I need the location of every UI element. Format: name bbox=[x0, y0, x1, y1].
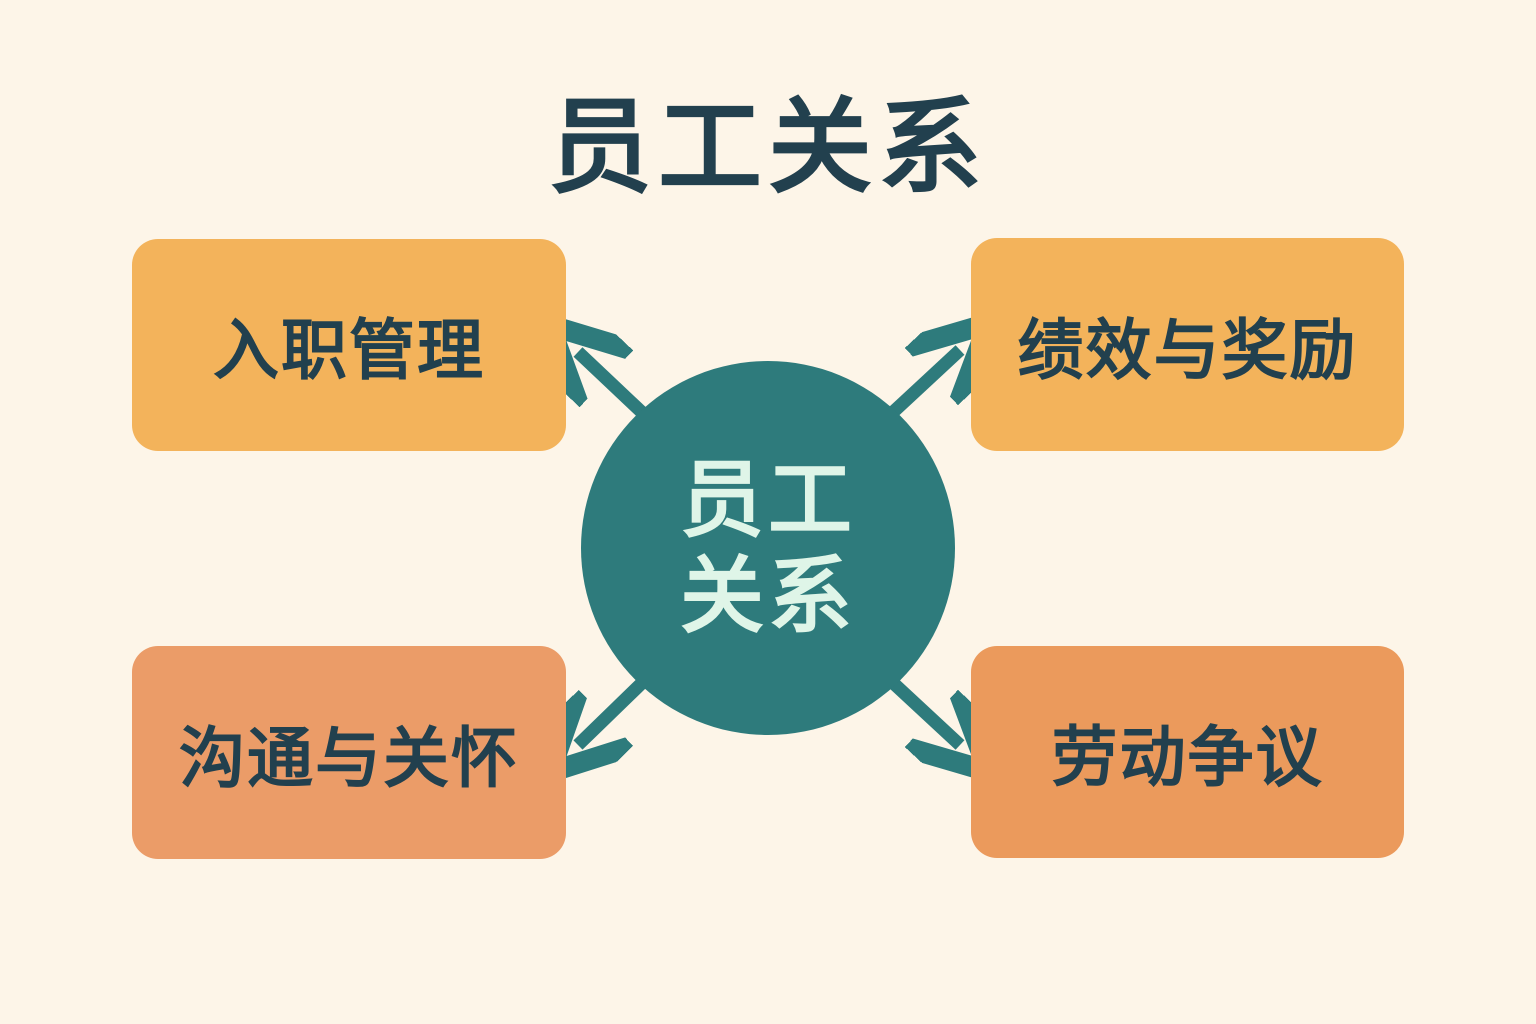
node-onboarding: 入职管理 bbox=[132, 239, 566, 451]
node-label: 劳动争议 bbox=[1051, 719, 1324, 796]
node-label: 沟通与关怀 bbox=[179, 719, 519, 797]
center-node: 员工关系 bbox=[581, 361, 955, 735]
node-labor-dispute: 劳动争议 bbox=[971, 646, 1404, 858]
node-communication-care: 沟通与关怀 bbox=[132, 646, 566, 859]
node-label: 入职管理 bbox=[213, 312, 485, 389]
node-label: 绩效与奖励 bbox=[1017, 311, 1358, 389]
arrow-to-communication bbox=[578, 675, 650, 745]
node-performance-rewards: 绩效与奖励 bbox=[971, 238, 1404, 451]
arrow-to-onboarding bbox=[578, 352, 655, 425]
arrow-to-performance bbox=[885, 350, 960, 420]
center-label: 员工关系 bbox=[679, 451, 856, 645]
arrow-to-labor-dispute bbox=[885, 675, 960, 745]
diagram-title: 员工关系 bbox=[547, 86, 988, 208]
